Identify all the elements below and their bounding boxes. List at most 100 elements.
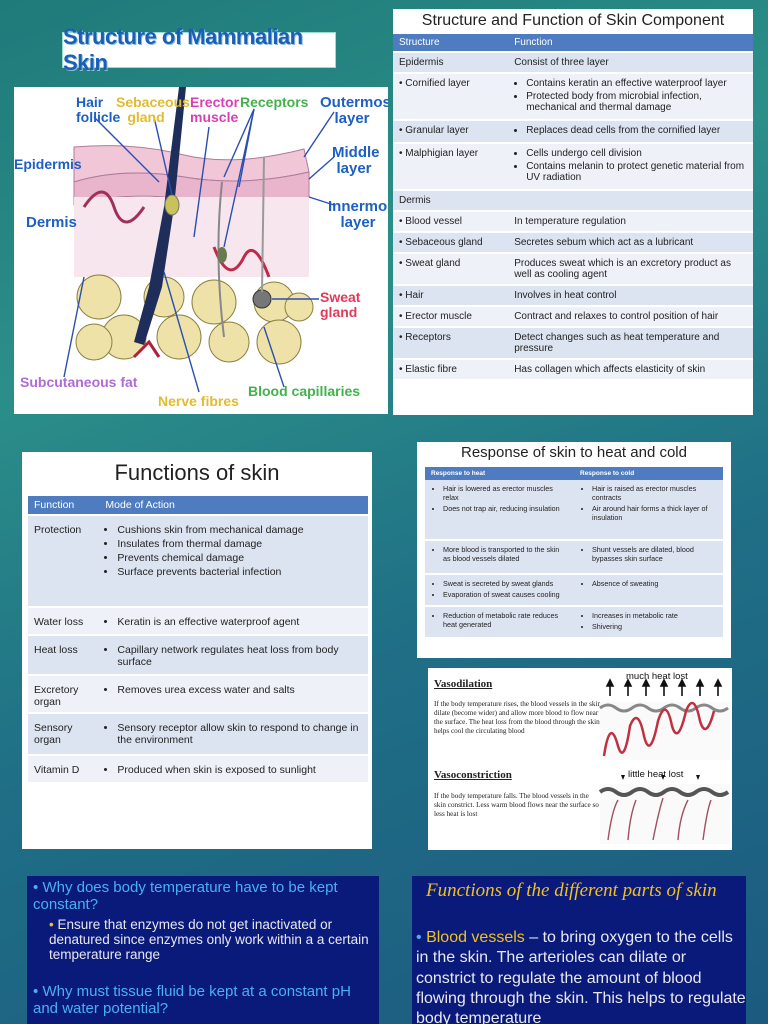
label-receptors: Receptors xyxy=(240,94,309,110)
function-cell: Secretes sebum which act as a lubricant xyxy=(508,232,753,254)
structure-name: Cornified layer xyxy=(405,78,470,89)
parts-term: Blood vessels xyxy=(426,929,525,946)
structure-cell: • Blood vessel xyxy=(393,211,509,233)
col-header-heat: Response to heat xyxy=(425,467,574,480)
structure-cell: • Erector muscle xyxy=(393,306,509,328)
function-cell: Contains keratin an effective waterproof… xyxy=(508,73,753,121)
vasoconstriction-text: If the body temperature falls. The blood… xyxy=(434,792,599,818)
response-table: Response to heat Response to cold Hair i… xyxy=(425,467,723,639)
table-row: Sensory organ Sensory receptor allow skin… xyxy=(28,713,368,756)
structure-cell: Epidermis xyxy=(393,52,509,74)
label-sweat-gland: Sweat gland xyxy=(320,289,361,320)
heat-cell: Reduction of metabolic rate reduces heat… xyxy=(425,606,574,639)
heat-cell: Hair is lowered as erector muscles relax… xyxy=(425,480,574,541)
function-name: Heat loss xyxy=(28,635,100,676)
structure-cell: • Granular layer xyxy=(393,120,509,144)
table-row: Heat lossCapillary network regulates hea… xyxy=(28,635,368,676)
function-cell: Detect changes such as heat temperature … xyxy=(508,327,753,360)
little-heat-label: little heat lost xyxy=(628,769,684,780)
col-header-cold: Response to cold xyxy=(574,467,723,480)
mode-item: Produced when skin is exposed to sunligh… xyxy=(117,764,362,776)
function-cell: In temperature regulation xyxy=(508,211,753,233)
response-panel: Response of skin to heat and cold Respon… xyxy=(417,442,731,658)
function-cell: Has collagen which affects elasticity of… xyxy=(508,359,753,381)
label-sebaceous-gland: Sebaceous gland xyxy=(116,94,190,125)
response-item: Hair is lowered as erector muscles relax xyxy=(443,484,568,502)
col-header-structure: Structure xyxy=(393,34,509,53)
function-item: Contains keratin an effective waterproof… xyxy=(526,78,747,89)
response-item: Shivering xyxy=(592,622,717,631)
vaso-panel: Vasodilation If the body temperature ris… xyxy=(428,668,732,850)
label-blood-capillaries: Blood capillaries xyxy=(248,383,361,399)
table-row: Excretory organRemoves urea excess water… xyxy=(28,675,368,714)
function-text: Has collagen which affects elasticity of… xyxy=(514,364,706,375)
structure-name: Erector muscle xyxy=(405,311,472,322)
col-header-function: Function xyxy=(28,496,100,516)
table-row: • Sebaceous gland Secretes sebum which ac… xyxy=(393,232,753,254)
table-row: Vitamin DProduced when skin is exposed t… xyxy=(28,755,368,784)
mode-cell: Sensory receptor allow skin to respond t… xyxy=(99,713,368,756)
vasodilation-title: Vasodilation xyxy=(434,678,493,690)
function-item: Cells undergo cell division xyxy=(526,148,747,159)
function-text: Consist of three layer xyxy=(514,57,609,68)
label-epidermis: Epidermis xyxy=(14,156,82,172)
vasodilation-text: If the body temperature rises, the blood… xyxy=(434,700,602,735)
response-item: Reduction of metabolic rate reduces heat… xyxy=(443,611,568,629)
function-name: Sensory organ xyxy=(28,713,100,756)
table-row: More blood is transported to the skin as… xyxy=(425,540,723,575)
response-item: Increases in metabolic rate xyxy=(592,611,717,620)
structure-name: Dermis xyxy=(399,195,431,206)
structure-cell: • Sweat gland xyxy=(393,253,509,286)
structure-cell: • Elastic fibre xyxy=(393,359,509,381)
table-row: Hair is lowered as erector muscles relax… xyxy=(425,480,723,541)
function-cell: Produces sweat which is an excretory pro… xyxy=(508,253,753,286)
question-1: • Why does body temperature have to be k… xyxy=(33,879,373,913)
structure-cell: • Hair xyxy=(393,285,509,307)
table-row: Sweat is secreted by sweat glandsEvapora… xyxy=(425,574,723,607)
mode-cell: Cushions skin from mechanical damageInsu… xyxy=(99,515,368,608)
question-1-text: Why does body temperature have to be kep… xyxy=(33,879,338,913)
table-row: Water lossKeratin is an effective waterp… xyxy=(28,607,368,636)
parts-slide: Functions of the different parts of skin… xyxy=(412,876,746,1024)
mode-item: Sensory receptor allow skin to respond t… xyxy=(117,722,362,746)
structure-name: Granular layer xyxy=(405,125,469,136)
cold-cell: Hair is raised as erector muscles contra… xyxy=(574,480,723,541)
structure-name: Blood vessel xyxy=(405,216,462,227)
function-text: Secretes sebum which act as a lubricant xyxy=(514,237,694,248)
label-subcutaneous-fat: Subcutaneous fat xyxy=(20,374,138,390)
function-cell: Consist of three layer xyxy=(508,52,753,74)
cold-cell: Increases in metabolic rateShivering xyxy=(574,606,723,639)
parts-title: Functions of the different parts of skin xyxy=(426,880,717,901)
response-item: Hair is raised as erector muscles contra… xyxy=(592,484,717,502)
structure-cell: • Sebaceous gland xyxy=(393,232,509,254)
label-hair-follicle: Hair follicle xyxy=(76,94,121,125)
structure-name: Receptors xyxy=(405,332,451,343)
table-row: • Elastic fibre Has collagen which affect… xyxy=(393,359,753,381)
mode-cell: Capillary network regulates heat loss fr… xyxy=(99,635,368,676)
label-middle-layer: Middle layer xyxy=(332,144,380,177)
function-cell: Contract and relaxes to control position… xyxy=(508,306,753,328)
structure-name: Sebaceous gland xyxy=(405,237,483,248)
parts-body: • Blood vessels – to bring oxygen to the… xyxy=(416,928,746,1024)
table-row: ProtectionCushions skin from mechanical … xyxy=(28,515,368,608)
structure-function-panel: Structure and Function of Skin Component… xyxy=(393,9,753,415)
label-nerve-fibres: Nerve fibres xyxy=(158,393,239,409)
mode-cell: Produced when skin is exposed to sunligh… xyxy=(99,755,368,784)
response-item: More blood is transported to the skin as… xyxy=(443,545,568,563)
response-item: Absence of sweating xyxy=(592,579,717,588)
table-row: • Malphigian layerCells undergo cell div… xyxy=(393,143,753,191)
parts-text: – to bring oxygen to the cells in the sk… xyxy=(416,929,746,1024)
vaso-illustration xyxy=(598,678,730,844)
cold-cell: Absence of sweating xyxy=(574,574,723,607)
bullet-icon: • xyxy=(416,929,422,946)
table-row: Epidermis Consist of three layer xyxy=(393,52,753,74)
function-cell: Cells undergo cell divisionContains mela… xyxy=(508,143,753,191)
structure-cell: • Malphigian layer xyxy=(393,143,509,191)
response-item: Does not trap air, reducing insulation xyxy=(443,504,568,513)
mode-cell: Removes urea excess water and salts xyxy=(99,675,368,714)
functions-panel: Functions of skin Function Mode of Actio… xyxy=(22,452,372,849)
